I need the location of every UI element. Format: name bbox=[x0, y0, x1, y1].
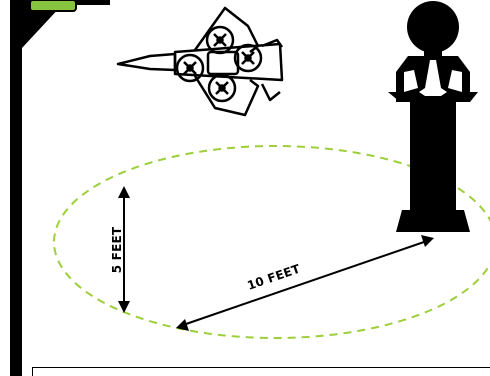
length-dimension-arrow bbox=[176, 235, 434, 331]
flight-zone-ellipse bbox=[53, 145, 490, 339]
height-dimension-arrow bbox=[118, 186, 130, 313]
corner-badge bbox=[29, 0, 77, 12]
drone-jet-icon bbox=[116, 6, 284, 117]
frame-border bbox=[10, 0, 110, 376]
person-at-podium-icon bbox=[388, 1, 478, 232]
length-label: 10 FEET bbox=[245, 261, 302, 292]
height-label: 5 FEET bbox=[110, 226, 124, 273]
caption-box bbox=[32, 367, 490, 376]
person-hands-detail bbox=[404, 60, 462, 96]
